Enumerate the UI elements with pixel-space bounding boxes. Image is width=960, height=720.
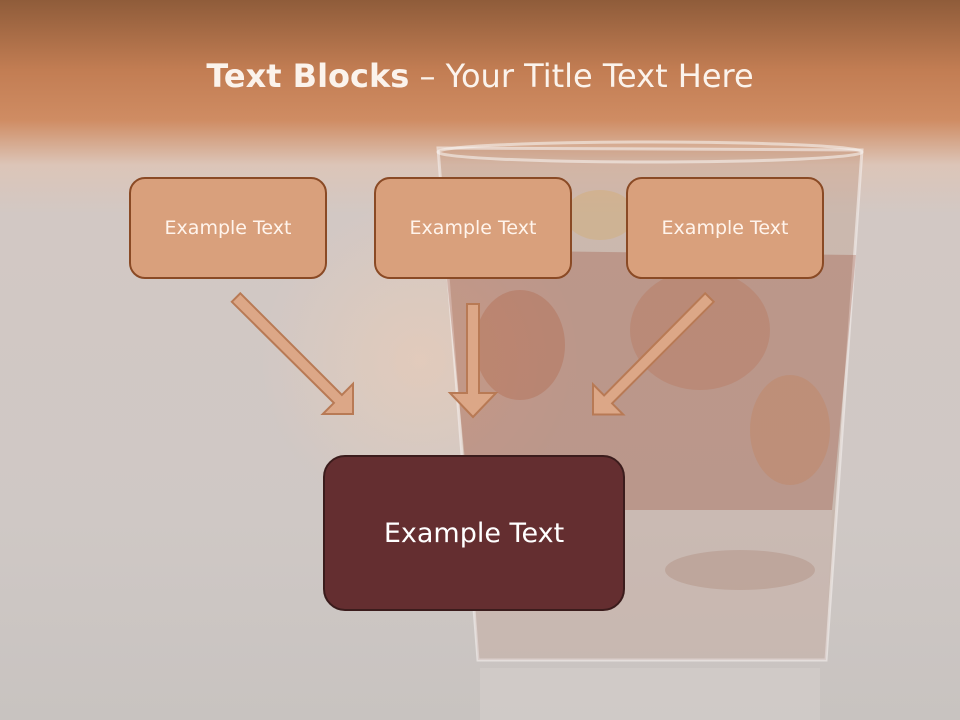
text-block-2[interactable]: Example Text (374, 177, 572, 279)
text-block-1[interactable]: Example Text (129, 177, 327, 279)
title-dash: – (409, 57, 446, 95)
arrow-center-icon (447, 303, 499, 419)
arrow-right-icon (592, 291, 716, 416)
title-rest: Your Title Text Here (445, 57, 754, 95)
center-text-block[interactable]: Example Text (323, 455, 625, 611)
text-block-3-label: Example Text (661, 217, 789, 239)
text-block-3[interactable]: Example Text (626, 177, 824, 279)
center-text-block-label: Example Text (383, 517, 565, 549)
text-block-2-label: Example Text (409, 217, 537, 239)
text-block-1-label: Example Text (164, 217, 292, 239)
arrow-left-icon (230, 291, 354, 415)
title-bold-part: Text Blocks (206, 57, 410, 95)
slide-title: Text Blocks – Your Title Text Here (0, 54, 960, 98)
